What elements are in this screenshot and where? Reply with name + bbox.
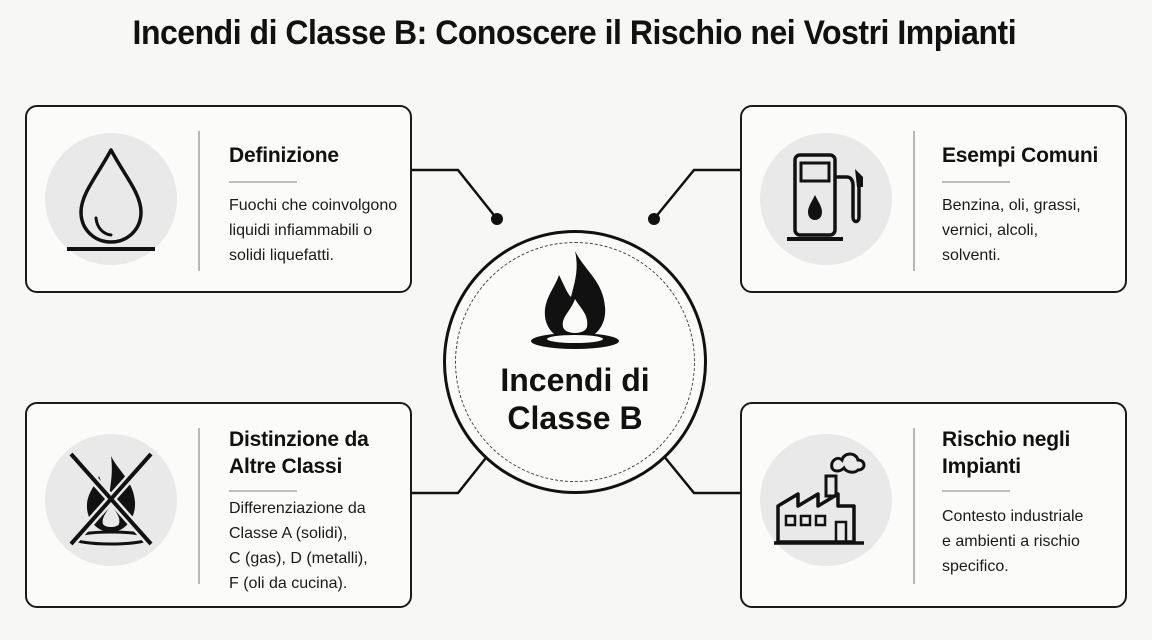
icon-circle bbox=[45, 434, 177, 566]
title-rule bbox=[942, 181, 1010, 183]
title-rule bbox=[942, 490, 1010, 492]
factory-icon bbox=[774, 446, 878, 555]
center-hub: Incendi di Classe B bbox=[443, 230, 707, 494]
card-title: Esempi Comuni bbox=[942, 144, 1099, 167]
connector-dot bbox=[648, 213, 660, 225]
card-distinzione: Distinzione da Altre Classi Differenziaz… bbox=[25, 402, 412, 608]
card-title: Definizione bbox=[229, 144, 339, 167]
card-text: Contesto industriale e ambienti a rischi… bbox=[942, 508, 1084, 575]
card-text: Benzina, oli, grassi, vernici, alcoli, s… bbox=[942, 197, 1081, 264]
connector-dot bbox=[491, 213, 503, 225]
card-title: Distinzione da Altre Classi bbox=[229, 428, 369, 478]
connector-definizione bbox=[411, 168, 498, 220]
title-rule bbox=[229, 181, 297, 183]
card-rischio: Rischio negli Impianti Contesto industri… bbox=[740, 402, 1127, 608]
crossed-flame-icon bbox=[61, 446, 161, 555]
center-dashed-ring bbox=[455, 242, 695, 482]
droplet-icon bbox=[61, 142, 161, 257]
flame-icon bbox=[525, 249, 625, 360]
divider bbox=[913, 428, 915, 584]
card-text: Fuochi che coinvolgono liquidi infiammab… bbox=[229, 197, 398, 264]
icon-circle bbox=[760, 133, 892, 265]
fuel-pump-icon bbox=[781, 147, 871, 252]
connector-esempi bbox=[653, 168, 741, 220]
card-esempi: Esempi Comuni Benzina, oli, grassi, vern… bbox=[740, 105, 1127, 293]
title-rule bbox=[229, 490, 297, 492]
divider bbox=[913, 131, 915, 271]
page-title: Incendi di Classe B: Conoscere il Rischi… bbox=[132, 14, 1017, 52]
icon-circle bbox=[45, 133, 177, 265]
card-definizione: Definizione Fuochi che coinvolgono liqui… bbox=[25, 105, 412, 293]
card-text: Differenziazione da Classe A (solidi), C… bbox=[229, 500, 368, 592]
connector-rischio bbox=[653, 443, 741, 495]
divider bbox=[198, 131, 200, 271]
divider bbox=[198, 428, 200, 584]
card-title: Rischio negli Impianti bbox=[942, 428, 1071, 478]
center-label: Incendi di Classe B bbox=[500, 362, 650, 436]
icon-circle bbox=[760, 434, 892, 566]
connector-distinzione bbox=[411, 443, 498, 495]
